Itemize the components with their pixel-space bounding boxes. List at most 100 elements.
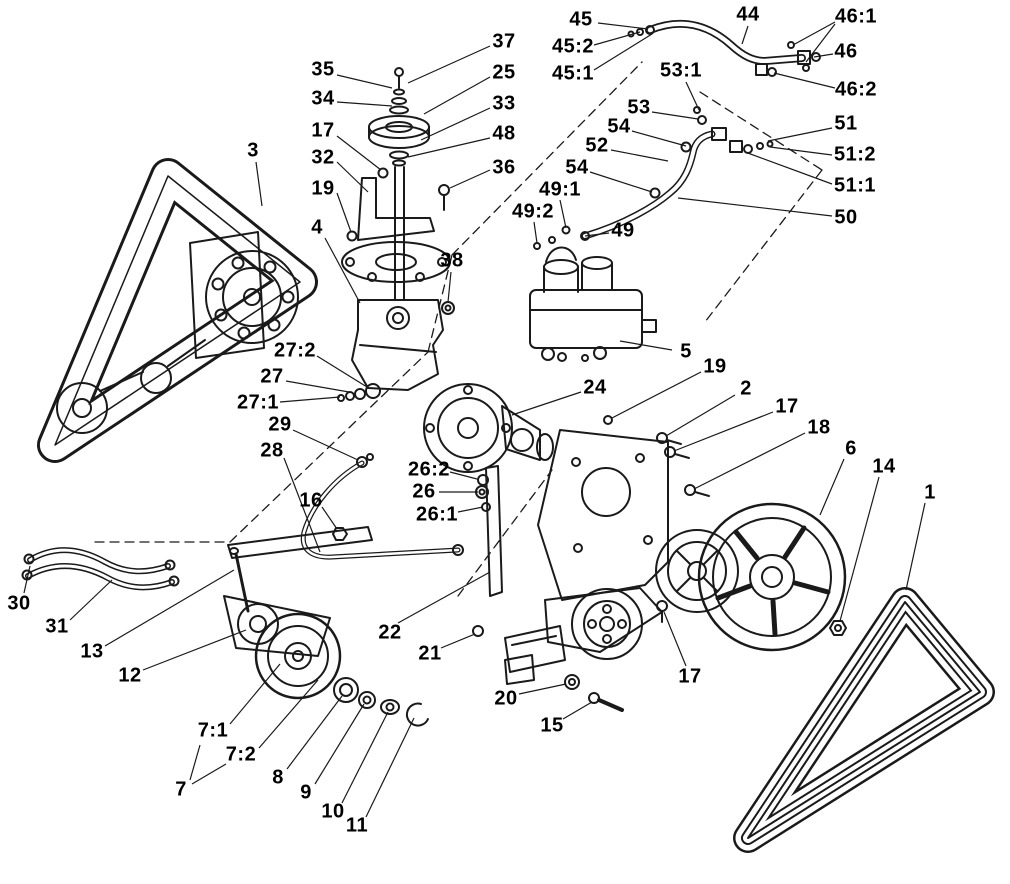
callout-label-26-2-43: 26:2: [407, 458, 451, 481]
callout-label-1-49: 1: [924, 481, 936, 504]
pump-pulley-stack: [368, 67, 430, 301]
callout-label-7-2-60: 7:2: [225, 743, 257, 766]
leader-line: [597, 22, 649, 30]
callout-label-2-38: 2: [740, 377, 752, 400]
callout-label-20-57: 20: [494, 687, 518, 710]
leader-line: [769, 146, 833, 156]
callout-label-46-2-7: 46:2: [834, 78, 878, 101]
leader-line: [693, 432, 806, 490]
leader-line: [336, 101, 393, 107]
callout-label-19-36: 19: [703, 355, 727, 378]
wheel-motor: [423, 383, 554, 473]
leader-line: [677, 197, 833, 217]
track-idlers: [56, 339, 206, 434]
callout-label-9-63: 9: [300, 781, 312, 804]
leader-line: [447, 271, 452, 303]
leader-line: [589, 171, 653, 193]
leader-line: [336, 135, 382, 171]
mount-plate: [537, 415, 710, 601]
callout-label-31-51: 31: [45, 615, 69, 638]
leader-line: [665, 394, 736, 437]
callout-label-4-29: 4: [311, 216, 323, 239]
leader-line: [397, 571, 491, 624]
callout-label-49-1-25: 49:1: [538, 178, 582, 201]
leader-line: [673, 411, 774, 452]
callout-label-6-44: 6: [845, 437, 857, 460]
callout-label-17-15: 17: [311, 119, 335, 142]
callout-label-30-50: 30: [7, 592, 31, 615]
leader-line: [314, 703, 365, 785]
callout-label-5-32: 5: [680, 340, 692, 363]
callout-label-34-11: 34: [311, 87, 335, 110]
callout-label-27-34: 27: [260, 365, 284, 388]
callout-label-10-64: 10: [321, 800, 345, 823]
callout-label-37-8: 37: [492, 30, 516, 53]
leader-line: [533, 221, 538, 244]
leader-line: [449, 471, 478, 480]
leader-line: [619, 340, 673, 351]
leader-line: [321, 506, 338, 530]
leader-line: [316, 355, 368, 388]
callout-label-50-28: 50: [834, 206, 858, 229]
callout-label-49-30: 49: [611, 219, 635, 242]
leader-line: [69, 579, 113, 621]
leader-line: [407, 45, 491, 84]
leader-line: [813, 53, 834, 58]
wheel-small: [571, 588, 643, 660]
pump-mount-bracket: [341, 167, 455, 315]
callout-label-51-14: 51: [834, 112, 858, 135]
wheel-middle: [655, 529, 739, 613]
steel-tube: [300, 453, 464, 560]
leader-line: [104, 569, 235, 647]
callout-label-8-62: 8: [272, 766, 284, 789]
leader-line: [229, 663, 281, 725]
callout-label-13-52: 13: [80, 640, 104, 663]
callout-label-46-4: 46: [834, 40, 858, 63]
callout-label-48-16: 48: [492, 122, 516, 145]
callout-label-44-1: 44: [736, 3, 760, 26]
callout-label-49-2-27: 49:2: [511, 200, 555, 223]
leader-line: [423, 76, 491, 115]
callout-label-29-39: 29: [268, 413, 292, 436]
leader-line: [191, 763, 227, 785]
leader-line: [336, 192, 352, 233]
callout-label-36-21: 36: [492, 156, 516, 179]
leader-line: [741, 25, 749, 45]
callout-label-28-41: 28: [260, 439, 284, 462]
leader-line: [518, 683, 567, 695]
callout-label-33-12: 33: [492, 92, 516, 115]
callout-label-53-1-6: 53:1: [659, 59, 703, 82]
frame-weldment: [485, 465, 663, 685]
leader-line: [819, 458, 845, 516]
callout-label-54-22: 54: [565, 156, 589, 179]
leader-line: [457, 506, 484, 513]
leader-line: [324, 237, 361, 304]
callout-label-25-9: 25: [492, 61, 516, 84]
callout-label-35-10: 35: [311, 58, 335, 81]
leader-line: [286, 695, 343, 770]
callout-label-7-1-58: 7:1: [197, 719, 229, 742]
track-drive-motor: [189, 231, 299, 359]
callout-label-45-1-5: 45:1: [551, 62, 595, 85]
callout-label-19-24: 19: [311, 177, 335, 200]
leader-line: [285, 380, 350, 393]
leader-line: [365, 717, 415, 818]
leader-line: [584, 232, 610, 237]
callout-label-53-13: 53: [627, 96, 651, 119]
callout-label-18-42: 18: [807, 416, 831, 439]
leader-line: [279, 396, 341, 403]
callout-label-45-2-3: 45:2: [551, 35, 595, 58]
leader-line: [336, 74, 393, 89]
leader-line: [593, 33, 653, 71]
callout-label-45-0: 45: [569, 8, 593, 31]
leader-line: [23, 565, 31, 594]
leader-line: [631, 130, 687, 147]
leader-line: [651, 111, 699, 120]
callout-label-16-47: 16: [299, 489, 323, 512]
leader-line: [773, 72, 836, 89]
callout-label-17-40: 17: [775, 395, 799, 418]
leader-line: [559, 199, 567, 229]
